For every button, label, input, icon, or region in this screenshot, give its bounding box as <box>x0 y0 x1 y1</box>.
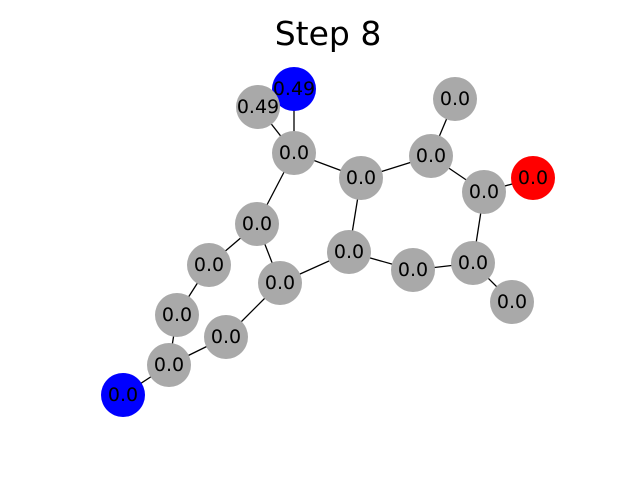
node-circle <box>204 315 248 359</box>
node-circle <box>462 170 506 214</box>
node-label: 0.0 <box>497 291 527 313</box>
node-label: 0.0 <box>346 167 376 189</box>
graph-node: 0.0 <box>272 131 316 175</box>
graph-node: 0.0 <box>147 343 191 387</box>
node-label: 0.0 <box>440 88 470 110</box>
node-label: 0.0 <box>265 272 295 294</box>
node-circle <box>155 293 199 337</box>
graph-node: 0.0 <box>101 373 145 417</box>
node-label: 0.49 <box>273 78 315 100</box>
node-label: 0.0 <box>469 181 499 203</box>
node-circle <box>409 134 453 178</box>
graph-node: 0.0 <box>187 243 231 287</box>
graph-node: 0.49 <box>272 67 316 111</box>
node-circle <box>339 156 383 200</box>
node-label: 0.0 <box>211 326 241 348</box>
node-label: 0.0 <box>398 259 428 281</box>
node-circle <box>236 85 280 129</box>
node-circle <box>391 248 435 292</box>
graph-node: 0.0 <box>490 280 534 324</box>
node-circle <box>187 243 231 287</box>
nodes-layer: 0.490.49 0.0 0.0 0.0 0.0 0.0 0.0 0.0 0.0 0.0 0.0 0.… <box>101 67 555 417</box>
graph-node: 0.0 <box>235 202 279 246</box>
node-label: 0.49 <box>237 96 279 118</box>
graph-node: 0.0 <box>258 261 302 305</box>
graph-node: 0.0 <box>204 315 248 359</box>
graph-node: 0.0 <box>327 230 371 274</box>
node-circle <box>272 131 316 175</box>
graph-node: 0.0 <box>511 156 555 200</box>
node-label: 0.0 <box>334 241 364 263</box>
node-label: 0.0 <box>108 384 138 406</box>
node-label: 0.0 <box>458 252 488 274</box>
node-label: 0.0 <box>162 304 192 326</box>
node-circle <box>258 261 302 305</box>
node-circle <box>147 343 191 387</box>
node-label: 0.0 <box>518 167 548 189</box>
node-circle <box>490 280 534 324</box>
node-circle <box>327 230 371 274</box>
node-circle <box>511 156 555 200</box>
node-circle <box>451 241 495 285</box>
node-label: 0.0 <box>242 213 272 235</box>
node-label: 0.0 <box>279 142 309 164</box>
node-circle <box>272 67 316 111</box>
node-label: 0.0 <box>154 354 184 376</box>
graph-node: 0.0 <box>155 293 199 337</box>
graph-node: 0.0 <box>391 248 435 292</box>
graph-node: 0.0 <box>451 241 495 285</box>
graph-node: 0.0 <box>433 77 477 121</box>
node-circle <box>433 77 477 121</box>
node-label: 0.0 <box>194 254 224 276</box>
chart-title: Step 8 <box>274 14 382 53</box>
graph-node: 0.0 <box>409 134 453 178</box>
graph-node: 0.0 <box>339 156 383 200</box>
node-circle <box>101 373 145 417</box>
graph-node: 0.0 <box>462 170 506 214</box>
node-circle <box>235 202 279 246</box>
graph-node: 0.49 <box>236 85 280 129</box>
node-label: 0.0 <box>416 145 446 167</box>
